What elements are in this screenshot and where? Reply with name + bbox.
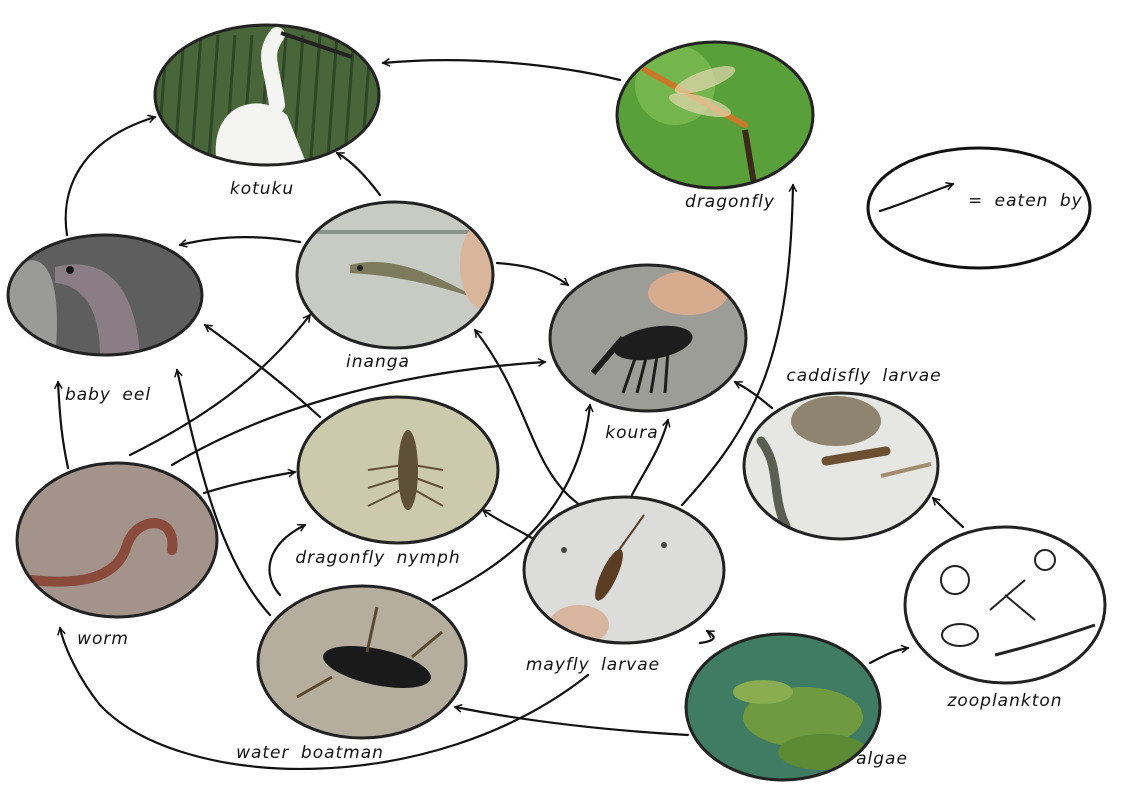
node-mayfly-ring <box>522 495 726 645</box>
nodes-layer: kotuku dragonfly inanga baby eel koura caddis… <box>6 23 1107 782</box>
node-mayfly: mayfly larvae <box>522 495 726 675</box>
node-water-boatman: water boatman <box>236 584 468 763</box>
node-mayfly-label: mayfly larvae <box>526 655 660 675</box>
edge-worm-to-dragonfly-nymph <box>202 472 295 495</box>
node-dragonfly-nymph-label: dragonfly nymph <box>295 548 460 568</box>
dragonfly-icon <box>617 42 813 188</box>
node-baby-eel: baby eel <box>6 233 204 405</box>
legend-frame <box>866 146 1092 270</box>
edge-baby-eel-to-kotuku <box>64 117 155 237</box>
mayfly-icon <box>524 497 724 643</box>
node-algae-label: algae <box>856 749 908 769</box>
fish-icon <box>297 202 493 348</box>
node-caddisfly-ring <box>742 391 940 541</box>
legend: = eaten by <box>866 146 1092 270</box>
edge-water-boatman-to-koura <box>431 405 590 602</box>
heron-icon <box>155 25 379 165</box>
node-koura: koura <box>548 263 748 443</box>
edge-water-boatman-to-dragonfly-nymph <box>268 523 305 597</box>
plankton-icon <box>905 527 1105 683</box>
larva-icon <box>744 393 938 539</box>
edge-worm-to-inanga <box>128 315 312 457</box>
node-dragonfly-label: dragonfly <box>685 192 775 212</box>
node-water-boatman-label: water boatman <box>236 743 384 763</box>
node-caddisfly-label: caddisfly larvae <box>786 366 941 386</box>
node-inanga-label: inanga <box>346 352 410 372</box>
node-worm: worm <box>15 461 219 649</box>
edges-layer <box>58 60 965 770</box>
nymph-icon <box>298 397 498 543</box>
node-koura-label: koura <box>605 423 658 443</box>
edge-dragonfly-nymph-to-baby-eel <box>205 323 322 419</box>
node-dragonfly: dragonfly <box>615 40 815 212</box>
edge-worm-to-baby-eel <box>58 382 70 470</box>
edge-algae-to-water-boatman <box>455 707 690 737</box>
edge-inanga-to-kotuku <box>337 151 382 197</box>
edge-mayfly-to-dragonfly <box>680 185 793 507</box>
node-baby-eel-ring <box>6 233 204 357</box>
node-dragonfly-nymph-ring <box>296 395 500 545</box>
node-dragonfly-nymph: dragonfly nymph <box>295 395 500 568</box>
edge-inanga-to-baby-eel <box>180 236 302 245</box>
node-algae-ring <box>684 632 882 782</box>
crayfish-icon <box>550 265 746 411</box>
node-kotuku: kotuku <box>153 23 381 199</box>
worm-icon <box>17 463 217 617</box>
node-zooplankton-label: zooplankton <box>946 691 1062 711</box>
node-zooplankton-ring <box>903 525 1107 685</box>
node-kotuku-label: kotuku <box>230 179 294 199</box>
legend-arrow-icon <box>878 184 953 213</box>
node-water-boatman-ring <box>256 584 468 740</box>
node-kotuku-ring <box>153 23 381 167</box>
edge-zooplankton-to-caddisfly <box>931 496 965 529</box>
edge-worm-to-koura <box>170 362 545 467</box>
node-zooplankton: zooplankton <box>903 525 1107 711</box>
node-inanga-ring <box>295 200 495 350</box>
node-worm-label: worm <box>77 629 129 649</box>
node-baby-eel-label: baby eel <box>65 385 151 405</box>
edge-dragonfly-to-kotuku <box>383 60 622 82</box>
edge-mayfly-to-worm <box>60 628 590 770</box>
eel-icon <box>8 235 202 355</box>
node-dragonfly-ring <box>615 40 815 190</box>
edge-algae-to-mayfly <box>698 629 714 645</box>
algae-icon <box>686 634 880 780</box>
node-worm-ring <box>15 461 219 619</box>
edge-caddisfly-to-koura <box>735 380 774 410</box>
legend-text: = eaten by <box>968 191 1083 211</box>
node-koura-ring <box>548 263 748 413</box>
edge-inanga-to-koura <box>495 261 568 287</box>
node-inanga: inanga <box>295 200 495 372</box>
edge-mayfly-to-koura <box>630 420 668 497</box>
node-algae: algae <box>684 632 908 782</box>
edge-mayfly-to-dragonfly-nymph <box>483 508 537 542</box>
edge-algae-to-zooplankton <box>868 648 908 665</box>
node-caddisfly: caddisfly larvae <box>742 366 941 541</box>
edge-mayfly-to-inanga <box>473 330 582 507</box>
beetle-icon <box>258 586 466 738</box>
edge-water-boatman-to-baby-eel <box>177 370 272 617</box>
